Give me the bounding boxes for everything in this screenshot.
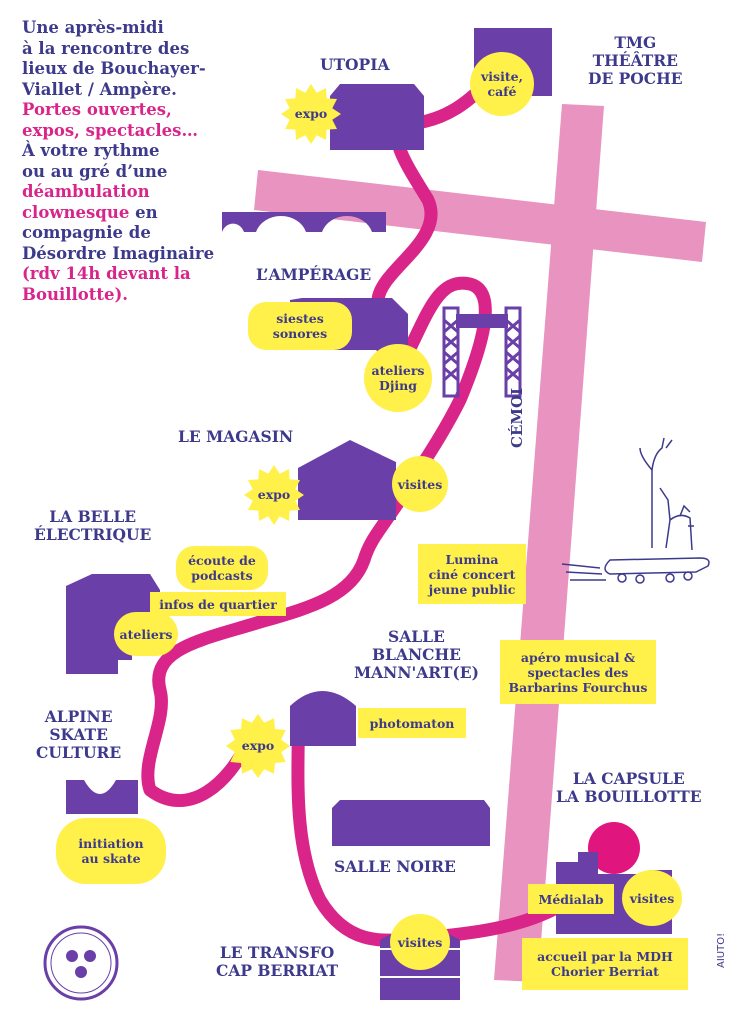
intro-line: Une après-midi — [22, 18, 164, 37]
intro-highlight: (rdv 14h devant la — [22, 264, 191, 283]
place-line: LA CAPSULE — [572, 769, 685, 788]
tag-line: au skate — [81, 851, 141, 866]
building-alpine-skate — [66, 780, 138, 814]
intro-line: à la rencontre des — [22, 38, 190, 58]
tag-line: Lumina — [445, 551, 499, 567]
intro-line: ou au gré d’une — [22, 161, 168, 181]
place-line: MANN'ART(E) — [354, 663, 479, 682]
amperage-ateliers-badge: ateliers Djing — [364, 344, 432, 412]
intro-line: À votre rythme — [22, 141, 160, 160]
street-label-cemoi: CÉMOI — [508, 387, 526, 448]
expo-star-icon — [226, 714, 290, 778]
tag-line: écoute de — [188, 553, 256, 568]
expo-star-icon — [281, 84, 341, 144]
place-magasin: LE MAGASIN — [178, 427, 294, 446]
city-crest-icon — [43, 925, 119, 1001]
place-belle-electrique: LA BELLE ÉLECTRIQUE — [34, 508, 151, 544]
lumina-badge: Lumina ciné concert jeune public — [418, 544, 526, 604]
magasin-expo-label: expo — [257, 487, 291, 502]
amperage-siestes-badge: siestes sonores — [248, 302, 352, 350]
place-line: CAP BERRIAT — [216, 961, 339, 980]
place-line: LE TRANSFO — [219, 943, 335, 962]
tag-line: visite, — [481, 69, 523, 84]
tmg-visite-badge: visite, café — [470, 52, 534, 116]
capsule-visites-badge: visites — [622, 870, 682, 926]
expo-stars — [226, 84, 341, 778]
pylon — [442, 306, 522, 398]
tag-line: Djing — [379, 378, 417, 393]
tag-line: Barbarins Fourchus — [508, 679, 648, 695]
building-salle-blanche — [290, 691, 356, 746]
place-line: LA BOUILLOTTE — [556, 787, 702, 806]
transfo-visites-badge: visites — [390, 914, 450, 970]
tag-line: ciné concert — [428, 566, 516, 582]
tag-line: apéro musical & — [520, 649, 636, 665]
photomaton-badge: photomaton — [358, 708, 466, 738]
intro-line: Désordre Imaginaire — [22, 243, 215, 263]
intro-line: en — [129, 202, 158, 222]
place-tmg: TMG THÉÂTRE DE POCHE — [588, 34, 683, 88]
route-main — [141, 75, 495, 807]
illustrator-credit: AIUTO! — [716, 932, 727, 968]
place-transfo: LE TRANSFO CAP BERRIAT — [216, 944, 338, 980]
expo-star-icon — [244, 465, 304, 525]
place-line: DE POCHE — [588, 69, 683, 88]
magasin-visites-badge: visites — [392, 456, 448, 512]
place-capsule: LA CAPSULE LA BOUILLOTTE — [556, 770, 702, 806]
building-magasin — [298, 440, 396, 520]
tag-line: podcasts — [191, 568, 253, 583]
building-salle-noire — [332, 800, 490, 846]
belle-infos-badge: infos de quartier — [150, 592, 286, 616]
street-cemoi — [494, 104, 604, 982]
building-utopia — [330, 84, 424, 150]
place-line: SALLE — [388, 627, 445, 646]
building-belle-electrique — [66, 574, 160, 674]
arches-bridge — [222, 212, 386, 232]
tag-line: sonores — [272, 326, 328, 341]
intro-highlight: clownesque — [22, 202, 130, 222]
place-alpine-skate: ALPINE SKATE CULTURE — [36, 708, 121, 762]
intro-highlight: déambulation — [22, 182, 150, 201]
belle-podcasts-badge: écoute de podcasts — [176, 546, 268, 590]
intro-text: Une après-midi à la rencontre des lieux … — [22, 18, 252, 305]
tag-line: café — [487, 84, 517, 99]
place-line: ÉLECTRIQUE — [34, 525, 152, 544]
place-line: CULTURE — [36, 743, 122, 762]
place-line: TMG — [614, 33, 657, 52]
medialab-badge: Médialab — [528, 884, 614, 914]
tag-line: accueil par la MDH — [537, 949, 673, 964]
place-utopia: UTOPIA — [320, 55, 390, 74]
tag-line: jeune public — [428, 581, 516, 597]
tag-line: ateliers — [371, 363, 425, 378]
tag-line: siestes — [276, 311, 324, 326]
tag-line: Chorier Berriat — [551, 964, 659, 979]
place-line: BLANCHE — [371, 645, 461, 664]
capsule-dome — [588, 822, 640, 874]
place-line: LA BELLE — [49, 507, 137, 526]
place-line: SKATE — [49, 725, 108, 744]
salle-blanche-expo-label: expo — [241, 738, 275, 753]
tag-line: spectacles des — [527, 664, 629, 680]
skateboarding-cat-icon — [561, 437, 710, 584]
belle-ateliers-badge: ateliers — [114, 612, 178, 656]
intro-highlight: Portes ouvertes, — [22, 100, 172, 119]
apero-badge: apéro musical & spectacles des Barbarins… — [500, 640, 656, 704]
place-salle-noire: SALLE NOIRE — [334, 857, 456, 876]
mdh-badge: accueil par la MDH Chorier Berriat — [522, 938, 688, 990]
transfo-stripe — [380, 976, 460, 978]
intro-line: compagnie de — [22, 223, 151, 242]
skate-initiation-badge: initiation au skate — [56, 818, 166, 884]
route-south — [291, 705, 567, 947]
intro-line: Viallet / Ampère. — [22, 79, 177, 99]
place-amperage: L’AMPÉRAGE — [256, 265, 372, 284]
intro-line: lieux de Bouchayer- — [22, 59, 206, 78]
intro-highlight: expos, spectacles… — [22, 120, 198, 140]
intro-highlight: Bouillotte). — [22, 284, 129, 304]
utopia-expo-label: expo — [294, 106, 328, 121]
place-line: ALPINE — [44, 707, 113, 726]
tag-line: initiation — [78, 836, 144, 851]
place-salle-blanche: SALLE BLANCHE MANN'ART(E) — [354, 628, 479, 682]
pylon-beam — [456, 314, 508, 328]
place-line: THÉÂTRE — [592, 51, 678, 70]
